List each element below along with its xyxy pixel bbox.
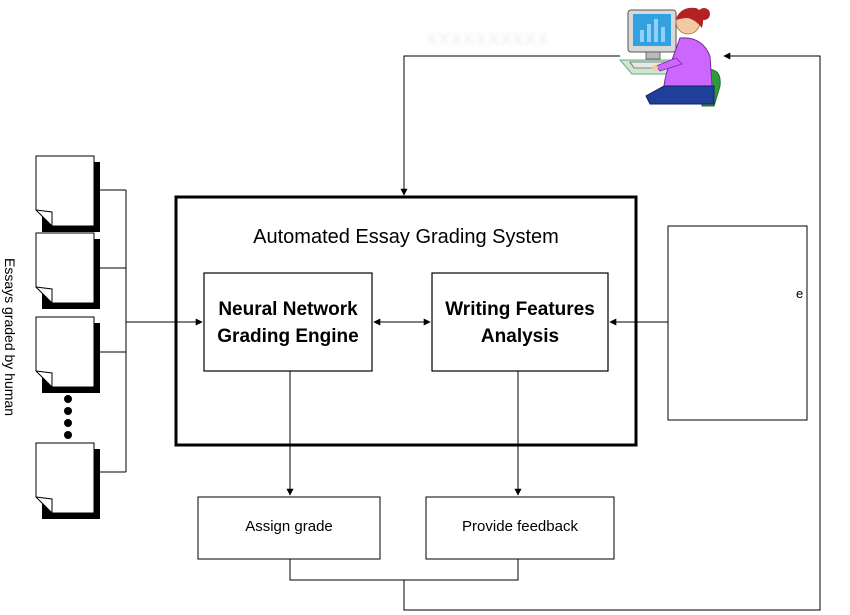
features-label: Writing Features Analysis	[432, 296, 608, 350]
system-title: Automated Essay Grading System	[253, 226, 559, 248]
document-icon	[35, 316, 100, 393]
document-stack	[35, 155, 100, 519]
person-at-computer-icon	[618, 7, 721, 107]
document-icon	[35, 442, 100, 519]
engine-label: Neural Network Grading Engine	[204, 296, 372, 350]
document-icon	[35, 155, 100, 232]
ellipsis-dots	[64, 395, 72, 439]
engine-box	[203, 272, 373, 372]
features-label-line2: Analysis	[480, 326, 560, 347]
assign-grade-box	[197, 496, 381, 560]
output-merge-line	[289, 559, 519, 581]
document-bracket	[100, 189, 127, 473]
provide-feedback-box	[425, 496, 615, 560]
user-to-system-line	[400, 55, 620, 196]
obscured-top-label: XXXXXXXXXX	[426, 30, 550, 49]
document-icon	[35, 232, 100, 309]
essays-graded-label: Essays graded by human	[2, 258, 18, 416]
system-frame	[174, 195, 638, 447]
features-label-line1: Writing Features	[445, 299, 595, 320]
engine-label-line1: Neural Network	[218, 299, 358, 320]
assign-grade-label: Assign grade	[245, 518, 333, 535]
feedback-loop-line	[403, 52, 821, 611]
provide-feedback-label: Provide feedback	[462, 518, 578, 535]
engine-label-line2: Grading Engine	[217, 326, 359, 347]
external-input-box	[667, 225, 808, 421]
features-box	[431, 272, 609, 372]
obscured-right-char: e	[796, 286, 804, 301]
